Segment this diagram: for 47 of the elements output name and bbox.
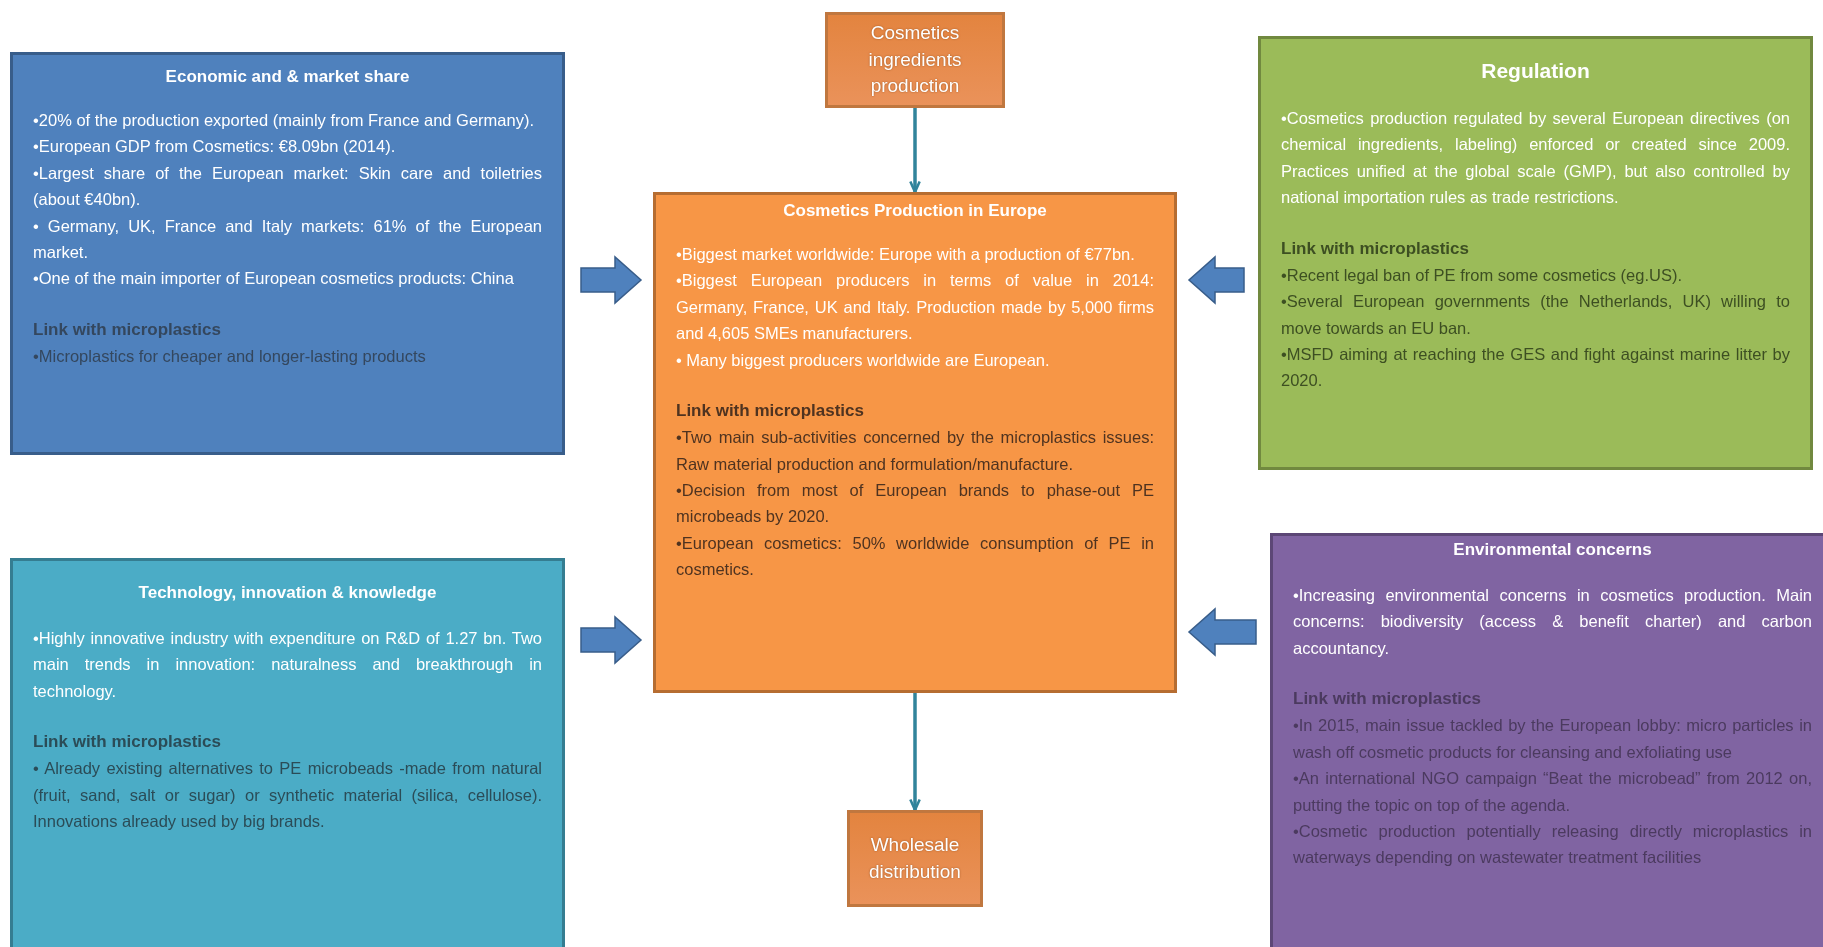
info-panel [1270,533,1823,947]
info-panel [10,558,565,947]
arrow [909,693,921,812]
block-arrow [580,255,643,305]
section-heading: Link with microplastics [33,731,222,754]
bullet-text: •Recent legal ban of PE from some cosmetics (eg.US). [1281,264,1684,286]
info-panel [1258,36,1813,470]
bullet-text: •20% of the production exported (mainly from France and Germany). [33,110,535,131]
block-arrow [580,615,643,665]
block-arrow [1187,607,1257,657]
bullet-text: • Already existing alternatives to PE microbeads -made from natural (fruit, sand, salt or sugar) or synthetic material (silica, cellulose). Innovations already used by big brands. [33,758,542,833]
bullet-text: •Cosmetic production potentially releasing directly microplastics in waterways depending on wastewater treatment facilities [1293,820,1812,869]
bullet-text: •European GDP from Cosmetics: €8.09bn (2014). [33,136,397,158]
panel-heading: Regulation [1480,59,1591,83]
bullet-text: • Germany, UK, France and Italy markets: 61% of the European market. [33,215,542,263]
section-heading: Link with microplastics [33,318,222,341]
block-arrow [1187,255,1245,305]
process-box [825,12,1005,108]
box-label: Cosmetics ingredients production [867,21,963,99]
section-heading: Link with microplastics [1293,688,1482,711]
bullet-text: •In 2015, main issue tackled by the European lobby: micro particles in wash off cosmetic products for cleansing and exfoliating use [1293,715,1812,763]
info-panel [653,192,1177,693]
bullet-text: •European cosmetics: 50% worldwide consumption of PE in cosmetics. [676,532,1154,581]
bullet-text: •Highly innovative industry with expenditure on R&D of 1.27 bn. Two main trends in innovation: naturalness and breakthrough in technology. [33,628,542,702]
bullet-text: •Biggest European producers in terms of value in 2014: Germany, France, UK and Italy. Production made by 5,000 firms and 4,605 SMEs manufacturers. [676,270,1154,345]
bullet-text: •Microplastics for cheaper and longer-lasting products [33,345,427,367]
bullet-text: •Largest share of the European market: Skin care and toiletries (about €40bn). [33,162,542,211]
panel-heading: Environmental concerns [1452,540,1653,560]
bullet-text: •One of the main importer of European cosmetics products: China [33,268,515,290]
bullet-text: •An international NGO campaign “Beat the microbead” from 2012 on, putting the topic on top of the agenda. [1293,768,1812,816]
bullet-text: •Several European governments (the Netherlands, UK) willing to move towards an EU ban. [1281,291,1790,339]
bullet-text: •Decision from most of European brands to phase-out PE microbeads by 2020. [676,479,1154,528]
panel-heading: Technology, innovation & knowledge [137,583,438,603]
panel-heading: Economic and & market share [164,67,411,87]
box-label: Wholesale distribution [868,832,962,884]
info-panel [10,52,565,455]
bullet-text: •Increasing environmental concerns in cosmetics production. Main concerns: biodiversity (access & benefit charter) and carbon accountancy. [1293,585,1812,659]
bullet-text: •MSFD aiming at reaching the GES and fight against marine litter by 2020. [1281,343,1790,392]
section-heading: Link with microplastics [1281,237,1470,260]
bullet-text: • Many biggest producers worldwide are European. [676,349,1051,371]
process-box [847,810,983,907]
bullet-text: •Biggest market worldwide: Europe with a production of €77bn. [676,244,1136,265]
arrow [909,108,921,194]
section-heading: Link with microplastics [676,399,865,422]
bullet-text: •Two main sub-activities concerned by the microplastics issues: Raw material production and formulation/manufacture. [676,427,1154,475]
bullet-text: •Cosmetics production regulated by several European directives (on chemical ingredients, labeling) enforced or created since 2009. Practices unified at the global scale (GMP), but also controlled by national importation rules as trade restrictions. [1281,108,1790,209]
panel-heading: Cosmetics Production in Europe [782,201,1048,221]
